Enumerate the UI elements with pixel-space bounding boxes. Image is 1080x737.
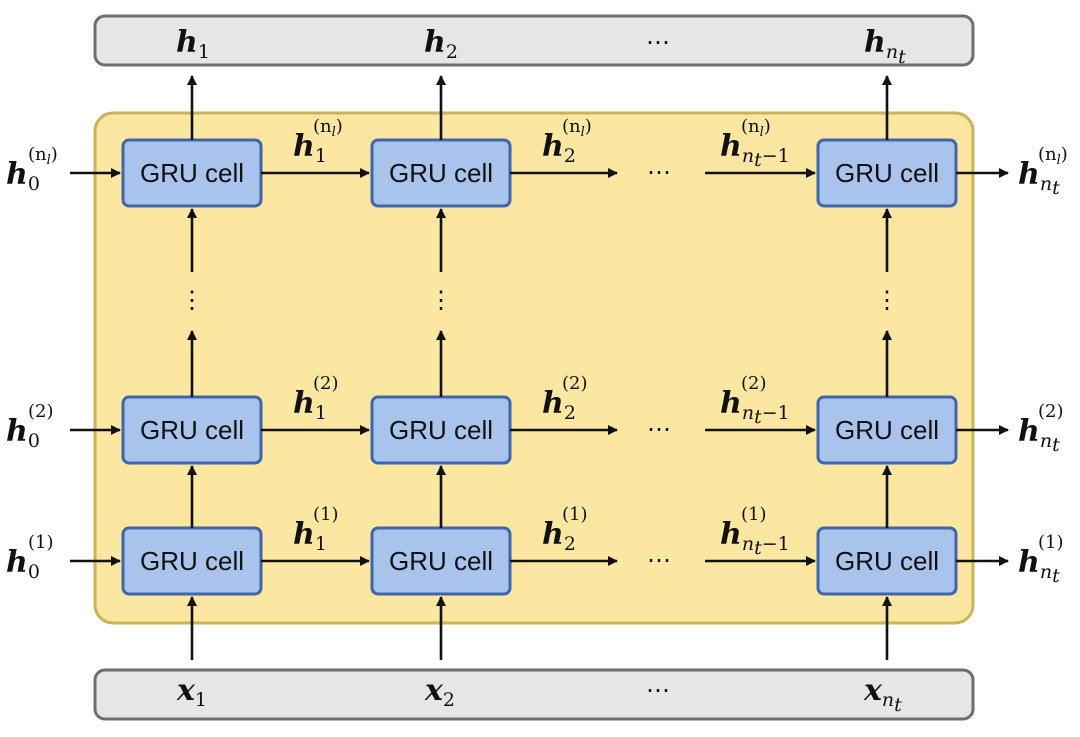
gru-cell-label: GRU cell (835, 546, 939, 576)
input-bar (93, 668, 975, 721)
input-xnt: xnt (863, 673, 902, 716)
hidden-2-2: h2 (542, 386, 576, 424)
sup-1: (1) (28, 532, 54, 553)
hidden-top-nt-1: hnt−1 (720, 129, 790, 171)
hidden-final-1: hnt (1018, 545, 1060, 587)
sup-2: (2) (741, 373, 767, 394)
sup-2: (2) (562, 373, 588, 394)
sup-2: (2) (28, 401, 54, 422)
sup-2: (2) (1038, 401, 1064, 422)
vertical-ellipsis: ⋮ (180, 286, 204, 314)
gru-cell-label: GRU cell (389, 546, 493, 576)
hidden-initial-2: h0 (6, 414, 40, 452)
output-ellipsis: ⋯ (646, 28, 670, 56)
horizontal-arrows (70, 168, 1009, 566)
hidden-final-2: hnt (1018, 414, 1060, 456)
vertical-arrows (187, 75, 892, 660)
sup-2: (2) (313, 373, 339, 394)
sup-top: (nl) (562, 116, 592, 140)
hidden-initial-top: h0 (6, 157, 40, 195)
sup-1: (1) (562, 504, 588, 525)
hidden-2-nt-1: hnt−1 (720, 386, 790, 428)
sup-1: (1) (313, 504, 339, 525)
row-ellipsis: ⋯ (647, 415, 671, 443)
input-x2: x2 (424, 673, 455, 711)
sup-top: (nl) (28, 144, 58, 168)
gru-cell-label: GRU cell (140, 415, 244, 445)
row-ellipsis: ⋯ (647, 546, 671, 574)
sup-top: (nl) (741, 116, 771, 140)
hidden-final-top: hnt (1018, 157, 1060, 199)
sup-1: (1) (1038, 532, 1064, 553)
output-bar (93, 14, 975, 67)
input-x1: x1 (176, 673, 207, 711)
vertical-ellipsis: ⋮ (429, 286, 453, 314)
output-hnt: hnt (864, 25, 906, 68)
hidden-1-2: h2 (542, 517, 576, 555)
gru-stack-panel (93, 111, 975, 625)
hidden-1-1: h1 (293, 517, 327, 555)
hidden-initial-1: h0 (6, 545, 40, 583)
output-h1: h1 (176, 25, 210, 63)
input-ellipsis: ⋯ (646, 676, 670, 704)
sup-top: (nl) (1038, 144, 1068, 168)
gru-cell-label: GRU cell (835, 158, 939, 188)
vertical-ellipsis: ⋮ (875, 286, 899, 314)
gru-cell-label: GRU cell (140, 158, 244, 188)
hidden-2-1: h1 (293, 386, 327, 424)
gru-cell-label: GRU cell (389, 415, 493, 445)
hidden-1-nt-1: hnt−1 (720, 517, 790, 559)
output-h2: h2 (424, 25, 458, 63)
sup-1: (1) (741, 504, 767, 525)
hidden-top-1: h1 (293, 129, 327, 167)
gru-cell-label: GRU cell (140, 546, 244, 576)
gru-cell-label: GRU cell (835, 415, 939, 445)
row-ellipsis: ⋯ (647, 158, 671, 186)
gru-cell-label: GRU cell (389, 158, 493, 188)
sup-top: (nl) (313, 116, 343, 140)
hidden-top-2: h2 (542, 129, 576, 167)
